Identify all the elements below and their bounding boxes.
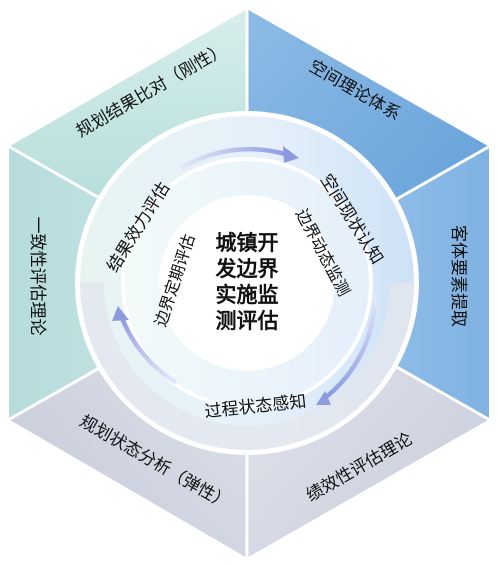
center-text: 城镇开 发边界 实施监 测评估 — [215, 231, 279, 333]
center-circle — [162, 198, 332, 368]
arrow-left-head — [112, 306, 129, 321]
hex-label-left: 一致性评估理论 — [27, 217, 47, 336]
center-line-1: 城镇开 — [216, 231, 279, 255]
arrow-right-head — [316, 391, 331, 405]
arrow-top-head — [283, 146, 299, 163]
arrow-left — [119, 315, 178, 385]
cycle-arrows — [112, 146, 378, 405]
arrow-right — [323, 295, 378, 400]
center-line-2: 发边界 — [215, 257, 279, 281]
center-line-3: 实施监 — [216, 283, 279, 307]
arrow-top — [180, 146, 288, 170]
center-line-4: 测评估 — [216, 309, 279, 333]
hex-label-right: 客体要素提取 — [448, 225, 468, 327]
